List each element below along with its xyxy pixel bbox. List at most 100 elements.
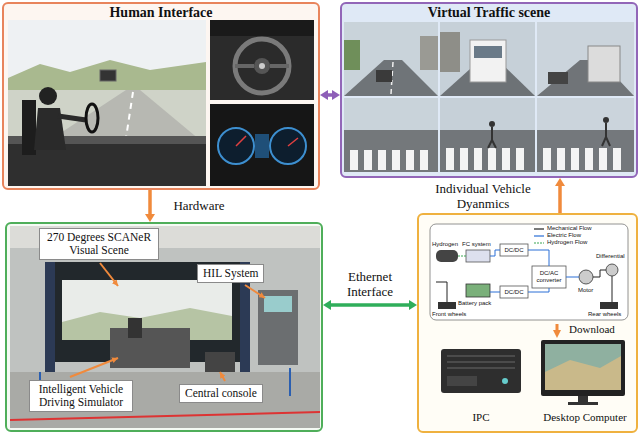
part-label: Download	[569, 323, 615, 336]
component-label: Motor	[578, 287, 593, 294]
simulator-photo	[39, 87, 57, 105]
legend-line	[534, 235, 544, 236]
legend-row: Mechanical Flow	[534, 225, 592, 232]
traffic-scene-tiles	[588, 46, 620, 82]
label-holder: IPC	[441, 411, 521, 424]
leader-line	[245, 285, 265, 298]
panel-title: Virtual Traffic scene	[342, 4, 636, 21]
simulator-photo	[100, 70, 116, 81]
component-label: FC system	[462, 241, 491, 248]
traffic-scene-tiles	[537, 22, 634, 96]
connector-arrow	[328, 93, 332, 97]
powertrain-figure	[606, 264, 618, 276]
traffic-scene-tiles	[344, 22, 438, 96]
legend-sample	[534, 226, 544, 232]
zebra-crossing	[613, 148, 621, 170]
label-holder: DC/AC converter	[532, 270, 566, 284]
powertrain-figure	[532, 266, 566, 288]
traffic-scene-tiles	[376, 70, 392, 82]
simulator-photo	[8, 60, 206, 90]
zebra-crossing	[502, 148, 510, 170]
powertrain-figure	[438, 302, 456, 309]
traffic-scene-tiles	[474, 46, 502, 58]
instrument-cluster-photo	[210, 104, 314, 186]
pedestrian	[603, 117, 609, 123]
panel-box: Human Interface	[2, 2, 320, 190]
zebra-crossing	[364, 150, 372, 170]
label-holder: FC system	[462, 241, 491, 248]
traffic-scene-tiles	[470, 40, 506, 82]
pedestrian	[489, 121, 495, 127]
leader-line	[70, 263, 265, 381]
heading-holder: Individual Vehicle Dyanmics	[424, 181, 542, 211]
instrument-cluster-photo	[255, 134, 269, 158]
callout-text: Central console	[185, 387, 257, 400]
callout-text: 270 Degrees SCANeR Visual Scene	[45, 231, 153, 257]
panel-fill	[417, 213, 638, 433]
panel-fill	[2, 2, 320, 190]
desktop-computer-picture	[578, 396, 588, 402]
instrument-cluster-photo	[210, 104, 314, 186]
component-label: DC/DC	[500, 286, 528, 298]
lab-photo	[205, 352, 235, 374]
label-holder: Front wheels	[432, 311, 466, 318]
traffic-scene-tiles	[537, 130, 634, 172]
legend-line	[534, 242, 544, 243]
connector-arrow	[148, 190, 152, 214]
zebra-crossing	[460, 148, 468, 170]
powertrain-figure	[436, 270, 612, 302]
callout-box: Central console	[179, 384, 263, 403]
simulator-photo	[86, 104, 98, 132]
label-holder: Desktop Computer	[537, 411, 633, 424]
steering-wheel-photo	[235, 64, 289, 68]
zebra-crossing	[350, 150, 358, 170]
lab-photo	[264, 296, 292, 312]
instrument-cluster-photo	[236, 136, 298, 146]
component-label: Rear wheels	[588, 311, 621, 318]
component-label: DC/DC	[500, 244, 528, 256]
edge-label: Ethernet Interface	[330, 269, 410, 299]
zebra-crossing	[571, 148, 579, 170]
powertrain-figure	[430, 224, 628, 320]
zebra-crossing	[378, 150, 386, 170]
callout-text: HIL System	[203, 267, 258, 280]
ipc-picture	[447, 376, 477, 386]
panel-fill	[340, 2, 638, 178]
zebra-crossing	[406, 150, 414, 170]
traffic-scene-tiles	[440, 98, 535, 172]
simulator-photo	[50, 90, 200, 140]
powertrain-figure	[436, 250, 458, 262]
steering-wheel-photo	[210, 20, 314, 100]
zebra-crossing	[543, 148, 621, 170]
legend-text: Electric Flow	[547, 232, 581, 239]
legend-text: Mechanical Flow	[547, 225, 592, 232]
label-holder: Download	[569, 323, 615, 336]
lab-photo	[128, 318, 142, 338]
label-holder: Battery pack	[458, 300, 491, 307]
part-label: Desktop Computer	[537, 411, 633, 424]
simulator-photo	[22, 100, 36, 155]
lab-photo	[258, 290, 298, 365]
traffic-scene-tiles	[440, 32, 460, 72]
powertrain-figure	[430, 224, 628, 320]
simulator-photo	[126, 92, 133, 138]
edge-label-holder: Ethernet Interface	[330, 269, 410, 299]
callout-box: 270 Degrees SCANeR Visual Scene	[39, 228, 159, 260]
simulator-photo	[8, 20, 206, 186]
traffic-scene-tiles	[548, 72, 568, 84]
component-label: DC/AC converter	[532, 270, 566, 284]
label-holder: Motor	[578, 287, 593, 294]
powertrain-figure	[579, 270, 593, 284]
panel-title: Human Interface	[4, 4, 318, 21]
component-label: Front wheels	[432, 311, 466, 318]
desktop-computer-picture	[545, 344, 621, 390]
pedestrian	[488, 121, 496, 148]
lab-photo	[110, 328, 190, 368]
steering-wheel-photo	[210, 20, 314, 36]
zebra-crossing	[392, 150, 400, 170]
component-label: Hydrogen	[432, 241, 458, 248]
label-holder: Rear wheels	[588, 311, 621, 318]
zebra-crossing	[543, 148, 551, 170]
callout-box: HIL System	[197, 264, 264, 283]
